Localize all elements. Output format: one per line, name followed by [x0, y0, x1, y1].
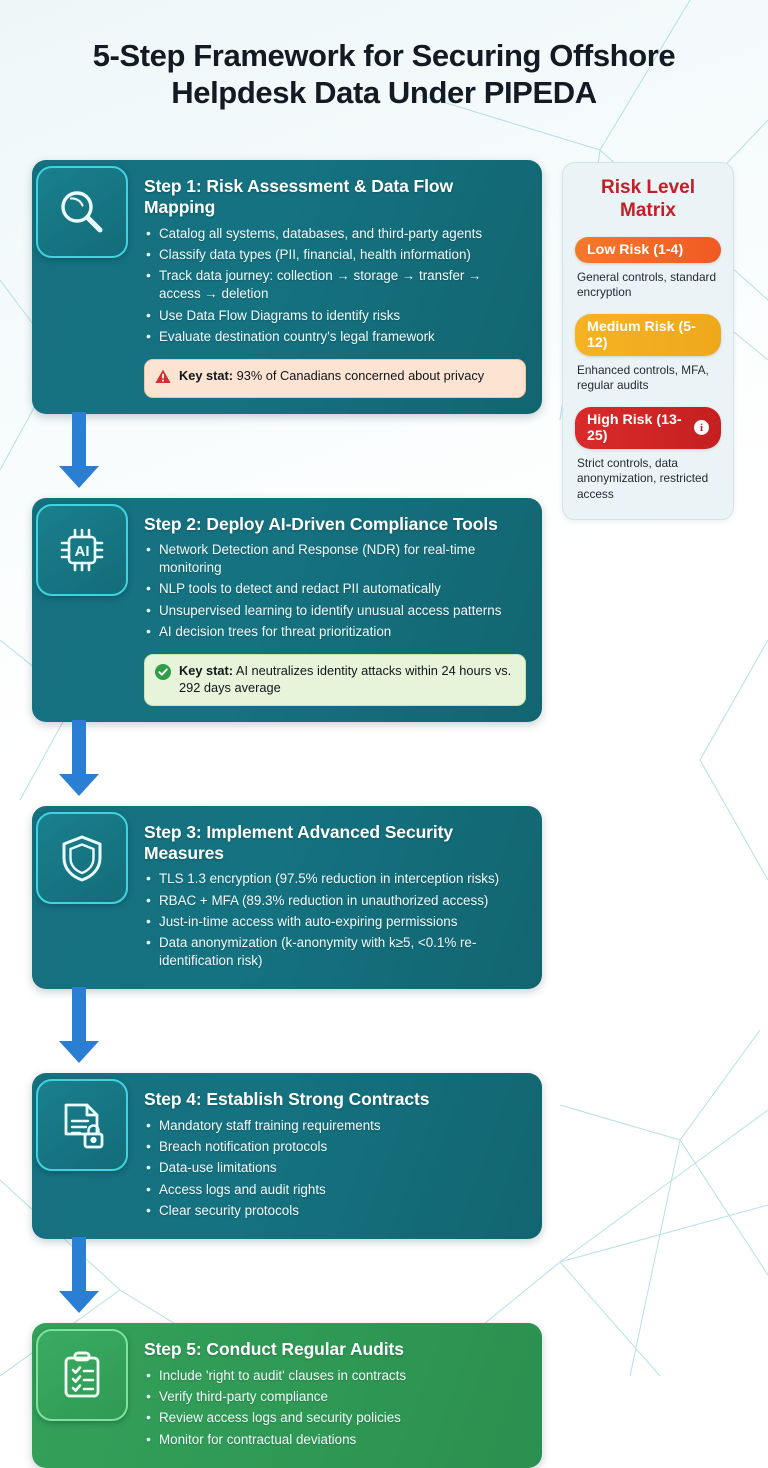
risk-desc-high: Strict controls, data anonymization, res…: [577, 455, 709, 501]
magnifier-icon: [36, 166, 128, 258]
key-stat-label: Key stat:: [179, 368, 234, 384]
svg-text:AI: AI: [75, 543, 90, 560]
list-item: Data-use limitations: [144, 1158, 526, 1180]
risk-pill-high[interactable]: High Risk (13-25) i: [575, 406, 721, 449]
step-title: Step 3: Implement Advanced Security Meas…: [144, 821, 453, 863]
key-stat-value: AI neutralizes identity attacks within 2…: [179, 663, 512, 695]
key-stat-value: 93% of Canadians concerned about privacy: [233, 368, 485, 384]
list-item: Track data journey: collection → storage…: [144, 266, 526, 306]
list-item: Review access logs and security policies: [144, 1408, 526, 1430]
list-item: Access logs and audit rights: [144, 1180, 526, 1202]
key-stat-label: Key stat:: [179, 663, 234, 679]
steps-flow: Step 1: Risk Assessment & Data Flow Mapp…: [32, 160, 542, 1468]
list-item: AI decision trees for threat prioritizat…: [144, 622, 526, 644]
step-bullets: Include 'right to audit' clauses in cont…: [144, 1366, 526, 1452]
risk-pill-label: Low Risk (1-4): [587, 241, 684, 258]
key-stat-callout: Key stat: 93% of Canadians concerned abo…: [144, 359, 526, 398]
step-title: Step 2: Deploy AI-Driven Compliance Tool…: [144, 513, 498, 534]
step-card-1[interactable]: Step 1: Risk Assessment & Data Flow Mapp…: [32, 160, 542, 414]
step-card-5[interactable]: Step 5: Conduct Regular Audits Include '…: [32, 1323, 542, 1468]
risk-level-matrix-panel: Risk Level Matrix Low Risk (1-4) General…: [562, 162, 734, 520]
step-bullets: TLS 1.3 encryption (97.5% reduction in i…: [144, 869, 526, 973]
list-item: Monitor for contractual deviations: [144, 1430, 526, 1452]
list-item: Unsupervised learning to identify unusua…: [144, 601, 526, 623]
step-bullets: Mandatory staff training requirements Br…: [144, 1116, 526, 1224]
risk-desc-low: General controls, standard encryption: [577, 269, 717, 300]
step-card-4[interactable]: Step 4: Establish Strong Contracts Manda…: [32, 1073, 542, 1240]
shield-icon: [36, 811, 128, 904]
list-item: Evaluate destination country's legal fra…: [144, 327, 526, 349]
step-title: Step 1: Risk Assessment & Data Flow Mapp…: [144, 176, 454, 218]
list-item: Network Detection and Response (NDR) for…: [144, 540, 526, 580]
info-icon[interactable]: i: [694, 420, 709, 436]
key-stat-callout: Key stat: AI neutralizes identity attack…: [144, 654, 526, 706]
document-lock-icon: [36, 1079, 128, 1172]
step-card-3[interactable]: Step 3: Implement Advanced Security Meas…: [32, 805, 542, 990]
list-item: Just-in-time access with auto-expiring p…: [144, 912, 526, 934]
list-item: TLS 1.3 encryption (97.5% reduction in i…: [144, 869, 526, 891]
key-stat-text: Key stat: AI neutralizes identity attack…: [179, 663, 513, 696]
matrix-title: Risk Level Matrix: [601, 177, 695, 221]
risk-desc-medium: Enhanced controls, MFA, regular audits: [577, 362, 709, 393]
list-item: Verify third-party compliance: [144, 1387, 526, 1409]
list-item: Catalog all systems, databases, and thir…: [144, 224, 526, 246]
list-item: Clear security protocols: [144, 1201, 526, 1223]
page-title: 5-Step Framework for Securing Offshore H…: [92, 38, 676, 110]
step-card-2[interactable]: AI Step 2: Deploy AI-Driven Compliance T…: [32, 497, 542, 722]
list-item: Data anonymization (k-anonymity with k≥5…: [144, 933, 526, 973]
risk-pill-label: High Risk (13-25): [587, 411, 682, 444]
step-title: Step 4: Establish Strong Contracts: [144, 1089, 430, 1110]
risk-pill-medium[interactable]: Medium Risk (5-12): [575, 313, 721, 356]
risk-pill-label: Medium Risk (5-12): [587, 318, 696, 351]
risk-pill-low[interactable]: Low Risk (1-4): [575, 236, 721, 263]
list-item: Mandatory staff training requirements: [144, 1116, 526, 1138]
check-circle-icon: [155, 664, 171, 685]
list-item: NLP tools to detect and redact PII autom…: [144, 579, 526, 601]
list-item: RBAC + MFA (89.3% reduction in unauthori…: [144, 891, 526, 913]
step-bullets: Network Detection and Response (NDR) for…: [144, 540, 526, 644]
step-bullets: Catalog all systems, databases, and thir…: [144, 224, 526, 349]
warning-triangle-icon: [155, 369, 171, 389]
list-item: Use Data Flow Diagrams to identify risks: [144, 305, 526, 328]
list-item: Breach notification protocols: [144, 1137, 526, 1159]
clipboard-check-icon: [36, 1329, 128, 1422]
list-item: Include 'right to audit' clauses in cont…: [144, 1366, 526, 1388]
ai-chip-icon: AI: [36, 503, 128, 596]
key-stat-text: Key stat: 93% of Canadians concerned abo…: [179, 368, 484, 385]
step-title: Step 5: Conduct Regular Audits: [144, 1339, 404, 1360]
list-item: Classify data types (PII, financial, hea…: [144, 245, 526, 267]
